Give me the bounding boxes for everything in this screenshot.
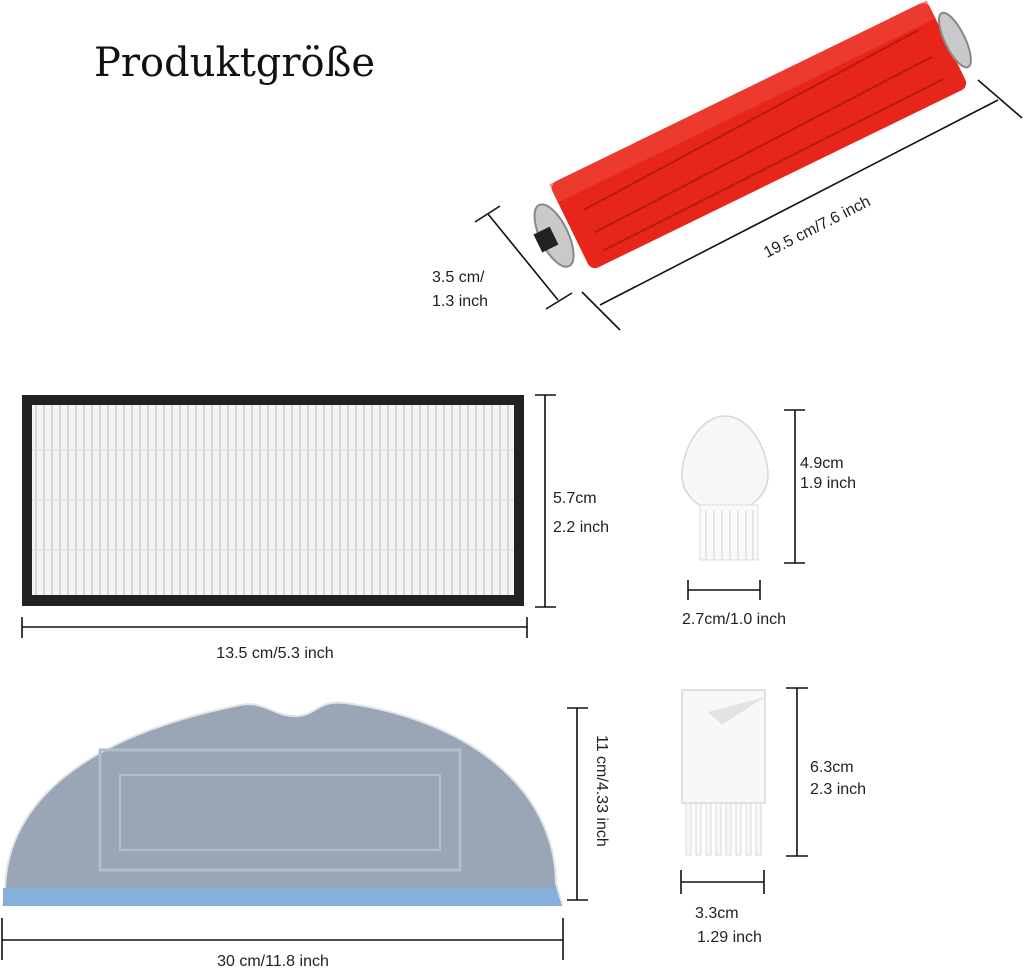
- roller-diameter-dimension: [474, 205, 573, 310]
- hepa-filter-image: [22, 395, 524, 606]
- brush-height-label-1: 4.9cm: [800, 455, 844, 472]
- filter-width-label: 13.5 cm/5.3 inch: [216, 645, 333, 662]
- filter-height-label-1: 5.7cm: [553, 490, 597, 507]
- mop-height-label: 11 cm/4.33 inch: [593, 735, 610, 847]
- brush-height-label-2: 1.9 inch: [800, 475, 856, 492]
- brush-height-dimension: [784, 409, 805, 564]
- comb-width-dimension: [680, 870, 765, 894]
- page-title: Produktgröße: [94, 40, 375, 86]
- roller-brush-image: [533, 0, 972, 269]
- comb-height-label-1: 6.3cm: [810, 759, 854, 776]
- roller-diameter-label-2: 1.3 inch: [432, 293, 488, 310]
- filter-width-dimension: [21, 617, 528, 638]
- mop-width-dimension: [1, 918, 564, 960]
- roller-diameter-label-1: 3.5 cm/: [432, 269, 485, 286]
- brush-width-dimension: [687, 580, 761, 600]
- mop-height-dimension: [567, 707, 588, 901]
- cleaning-brush-image: [681, 415, 769, 561]
- brush-width-label: 2.7cm/1.0 inch: [682, 611, 786, 628]
- comb-height-dimension: [786, 687, 808, 857]
- filter-height-label-2: 2.2 inch: [553, 519, 609, 536]
- comb-height-label-2: 2.3 inch: [810, 781, 866, 798]
- mop-pad-image: [1, 701, 564, 906]
- comb-width-label-2: 1.29 inch: [697, 929, 762, 946]
- cleaning-comb-image: [681, 689, 766, 856]
- mop-width-label: 30 cm/11.8 inch: [217, 953, 329, 968]
- filter-height-dimension: [535, 394, 556, 608]
- roller-length-label: 19.5 cm/7.6 inch: [761, 193, 873, 261]
- comb-width-label-1: 3.3cm: [695, 905, 739, 922]
- roller-length-dimension: [581, 79, 1023, 331]
